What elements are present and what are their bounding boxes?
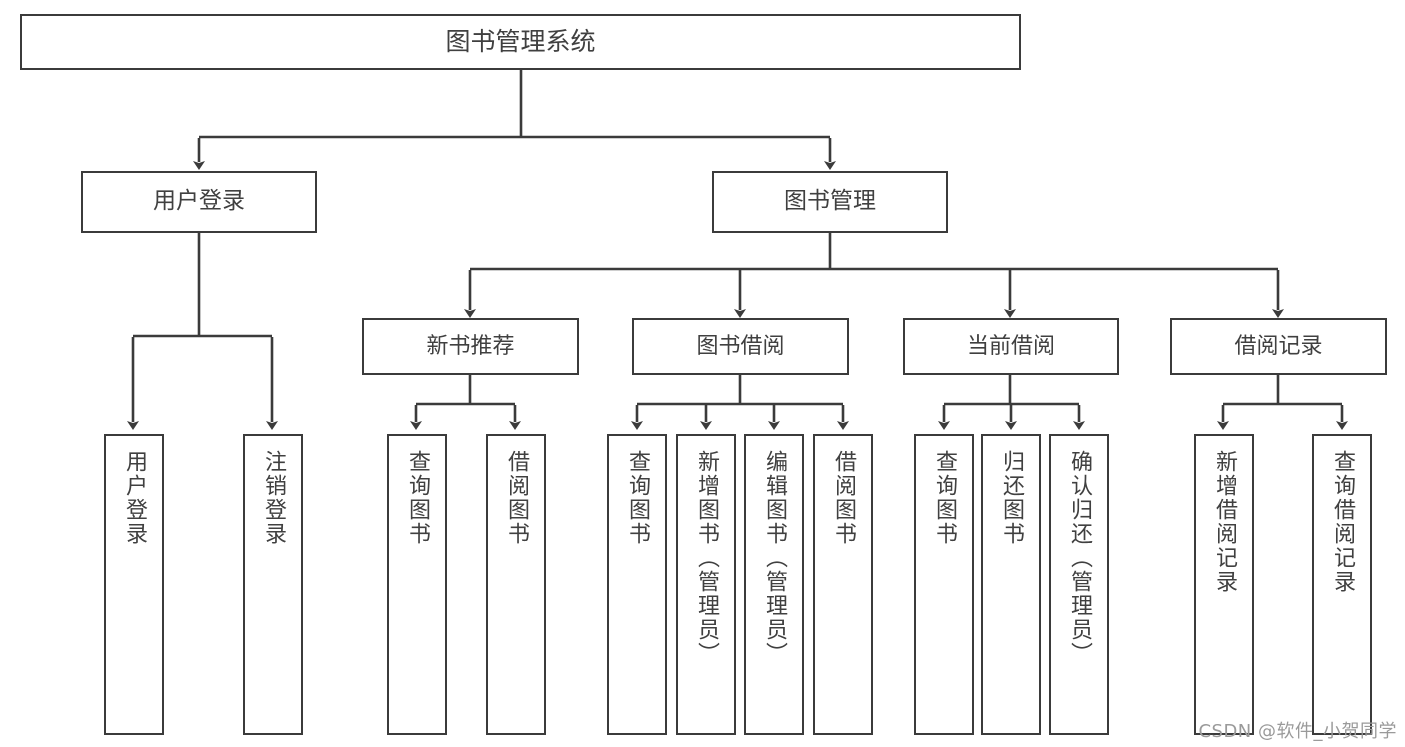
node-current-borrow[interactable]: 当前借阅 xyxy=(903,318,1119,375)
node-leaf-add-book-label: 新增图书（管理员） xyxy=(693,450,719,666)
node-user-login-label: 用户登录 xyxy=(153,188,245,215)
node-leaf-edit-book[interactable]: 编辑图书（管理员） xyxy=(744,434,804,735)
node-leaf-borrow-book-2[interactable]: 借阅图书 xyxy=(813,434,873,735)
node-current-borrow-label: 当前借阅 xyxy=(966,333,1055,359)
node-borrow-record[interactable]: 借阅记录 xyxy=(1170,318,1387,375)
node-leaf-borrow-book-2-label: 借阅图书 xyxy=(830,450,856,546)
node-leaf-add-record-label: 新增借阅记录 xyxy=(1211,450,1237,594)
node-book-borrow-label: 图书借阅 xyxy=(696,333,785,359)
node-leaf-add-record[interactable]: 新增借阅记录 xyxy=(1194,434,1254,735)
node-leaf-query-book-1-label: 查询图书 xyxy=(404,450,430,546)
node-leaf-query-book-3-label: 查询图书 xyxy=(931,450,957,546)
node-borrow-record-label: 借阅记录 xyxy=(1234,333,1323,359)
node-leaf-return-book[interactable]: 归还图书 xyxy=(981,434,1041,735)
node-book-manage[interactable]: 图书管理 xyxy=(712,171,948,233)
node-leaf-logout-label: 注销登录 xyxy=(260,450,286,546)
node-leaf-borrow-book-1-label: 借阅图书 xyxy=(503,450,529,546)
node-new-book-rec-label: 新书推荐 xyxy=(426,333,515,359)
node-leaf-query-book-2[interactable]: 查询图书 xyxy=(607,434,667,735)
node-book-borrow[interactable]: 图书借阅 xyxy=(632,318,849,375)
node-root-system[interactable]: 图书管理系统 xyxy=(20,14,1021,70)
node-leaf-confirm-return[interactable]: 确认归还（管理员） xyxy=(1049,434,1109,735)
node-leaf-confirm-return-label: 确认归还（管理员） xyxy=(1066,450,1092,666)
node-leaf-edit-book-label: 编辑图书（管理员） xyxy=(761,450,787,666)
node-leaf-borrow-book-1[interactable]: 借阅图书 xyxy=(486,434,546,735)
node-leaf-query-book-2-label: 查询图书 xyxy=(624,450,650,546)
node-leaf-query-record[interactable]: 查询借阅记录 xyxy=(1312,434,1372,735)
node-user-login[interactable]: 用户登录 xyxy=(81,171,317,233)
node-leaf-query-record-label: 查询借阅记录 xyxy=(1329,450,1355,594)
node-leaf-query-book-1[interactable]: 查询图书 xyxy=(387,434,447,735)
node-leaf-query-book-3[interactable]: 查询图书 xyxy=(914,434,974,735)
node-leaf-user-login[interactable]: 用户登录 xyxy=(104,434,164,735)
node-new-book-rec[interactable]: 新书推荐 xyxy=(362,318,579,375)
node-leaf-user-login-label: 用户登录 xyxy=(121,450,147,546)
node-leaf-return-book-label: 归还图书 xyxy=(998,450,1024,546)
node-book-manage-label: 图书管理 xyxy=(784,188,876,215)
node-leaf-add-book[interactable]: 新增图书（管理员） xyxy=(676,434,736,735)
watermark: CSDN @软件_小贺同学 xyxy=(1198,721,1397,742)
node-leaf-logout[interactable]: 注销登录 xyxy=(243,434,303,735)
node-root-system-label: 图书管理系统 xyxy=(445,27,596,57)
